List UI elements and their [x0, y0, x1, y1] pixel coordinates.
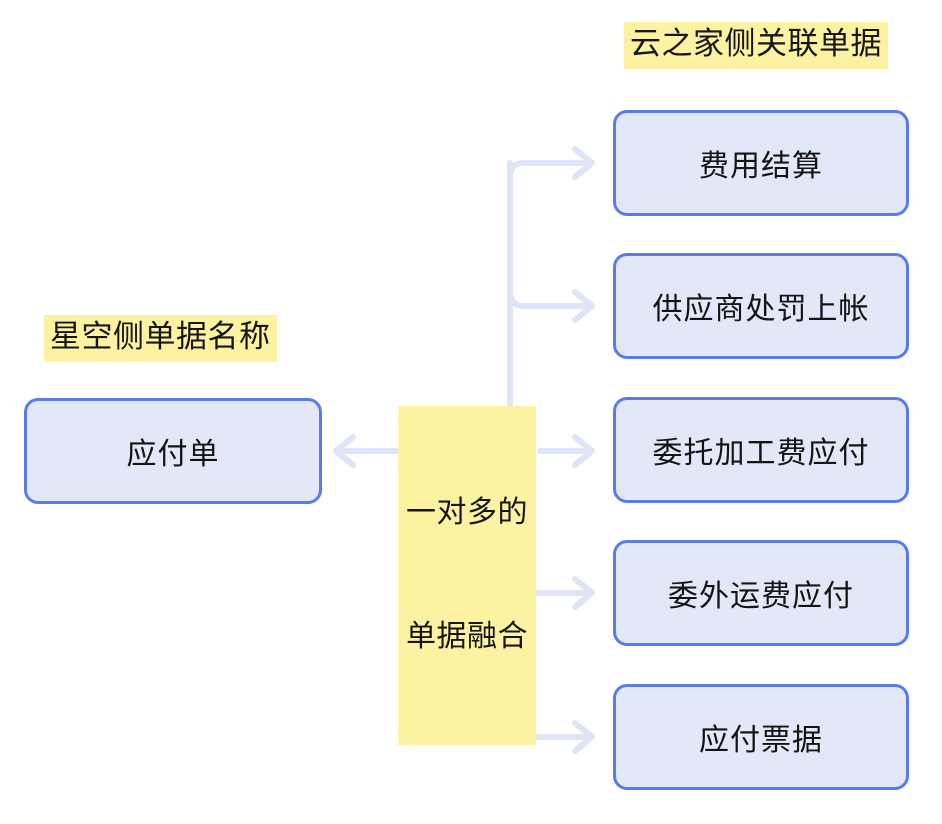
target-node-4-label: 委外运费应付 [668, 580, 854, 613]
relation-label: 一对多的 单据融合 [398, 406, 536, 746]
right-group-title: 云之家侧关联单据 [624, 22, 888, 69]
target-node-2-label: 供应商处罚上帐 [652, 293, 870, 326]
arrowhead-branch-3 [572, 434, 595, 468]
connector-branch-2 [507, 289, 595, 309]
target-node-3[interactable]: 委托加工费应付 [613, 397, 909, 503]
connector-branch-1 [507, 160, 595, 180]
target-node-5[interactable]: 应付票据 [613, 684, 909, 790]
relation-label-line-1: 一对多的 [406, 495, 528, 529]
relation-label-line-2: 单据融合 [406, 619, 528, 653]
arrowhead-branch-2 [572, 289, 595, 323]
target-node-1-label: 费用结算 [699, 150, 823, 183]
source-node-应付单[interactable]: 应付单 [24, 398, 322, 504]
left-group-title: 星空侧单据名称 [44, 315, 277, 362]
target-node-1[interactable]: 费用结算 [613, 110, 909, 216]
target-node-2[interactable]: 供应商处罚上帐 [613, 253, 909, 359]
source-node-label: 应付单 [126, 438, 220, 471]
target-node-5-label: 应付票据 [699, 724, 823, 757]
arrowhead-branch-5 [572, 720, 595, 754]
arrowhead-branch-1 [572, 146, 595, 180]
arrowhead-to-source [333, 434, 356, 468]
target-node-3-label: 委托加工费应付 [652, 437, 870, 470]
target-node-4[interactable]: 委外运费应付 [613, 540, 909, 646]
arrowhead-branch-4 [572, 576, 595, 610]
